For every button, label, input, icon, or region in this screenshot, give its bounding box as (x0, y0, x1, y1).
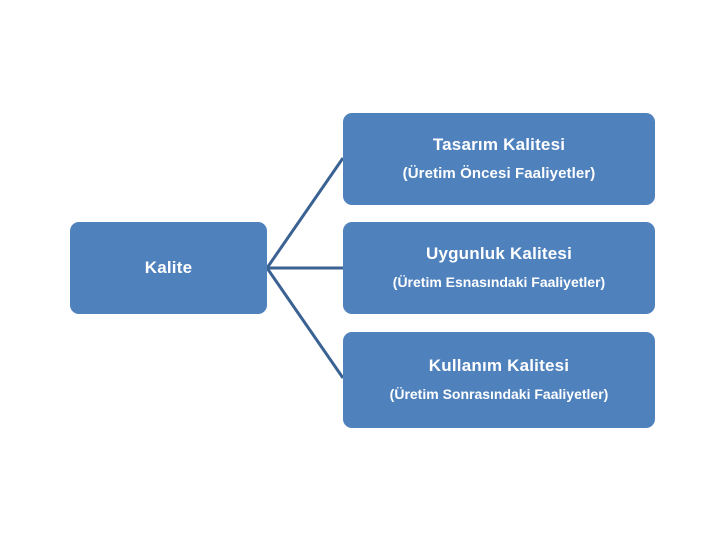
connector-root-to-branch-2 (265, 267, 345, 379)
node-branch-uygunluk-kalitesi[interactable]: Uygunluk Kalitesi (Üretim Esnasındaki Fa… (343, 222, 655, 314)
node-branch-2-subtitle: (Üretim Sonrasındaki Faaliyetler) (389, 386, 609, 402)
node-root-title: Kalite (144, 258, 193, 277)
node-branch-2-title: Kullanım Kalitesi (428, 356, 570, 375)
node-branch-1-subtitle: (Üretim Esnasındaki Faaliyetler) (392, 274, 606, 290)
node-branch-0-title: Tasarım Kalitesi (432, 135, 566, 154)
node-branch-0-subtitle: (Üretim Öncesi Faaliyetler) (402, 165, 596, 182)
node-branch-1-title: Uygunluk Kalitesi (425, 244, 573, 263)
node-root-kalite[interactable]: Kalite (70, 222, 267, 314)
connector-root-to-branch-0 (265, 157, 345, 269)
node-branch-kullanim-kalitesi[interactable]: Kullanım Kalitesi (Üretim Sonrasındaki F… (343, 332, 655, 428)
node-branch-tasarim-kalitesi[interactable]: Tasarım Kalitesi (Üretim Öncesi Faaliyet… (343, 113, 655, 205)
